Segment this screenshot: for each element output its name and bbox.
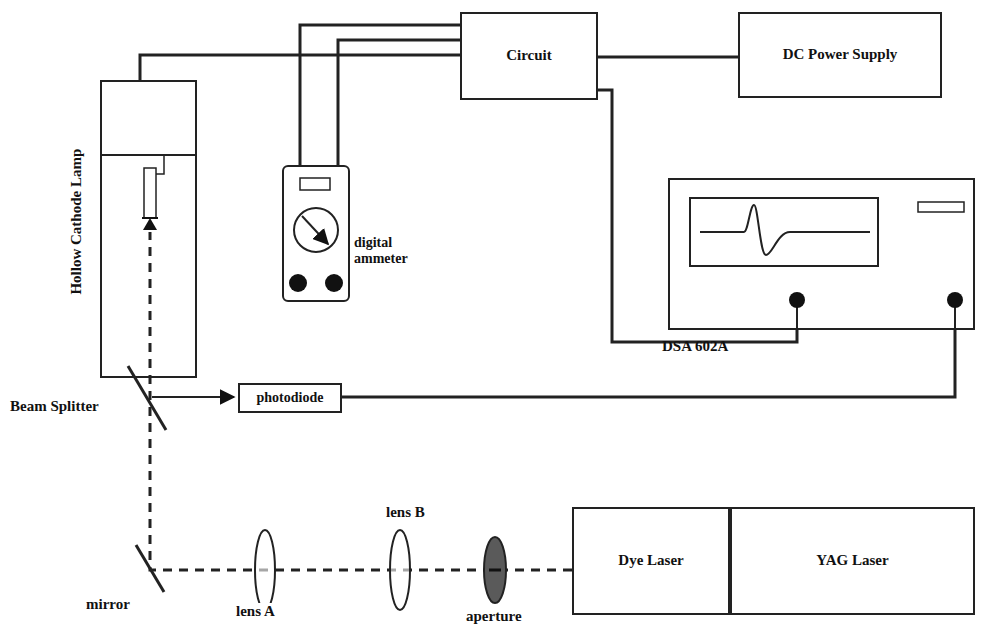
laser-beam — [150, 232, 572, 570]
signal-wire — [300, 25, 460, 165]
lens-a — [255, 530, 275, 610]
mirror — [136, 545, 164, 592]
signal-wire — [598, 90, 797, 342]
scope-screen — [690, 198, 878, 266]
lamp-divider — [101, 154, 196, 156]
node-label: YAG Laser — [816, 552, 888, 569]
lamp-housing: Hollow Cathode Lamp — [100, 80, 197, 378]
oscilloscope: DSA 602A — [668, 178, 975, 330]
node-label: Hollow Cathode Lamp — [68, 149, 85, 295]
signal-wire — [338, 40, 460, 165]
aperture-hole — [489, 569, 501, 572]
node-label: DSA 602A — [662, 338, 728, 355]
node-label: Dye Laser — [618, 552, 683, 569]
node-label: digital ammeter — [354, 235, 426, 267]
ammeter-knob — [325, 274, 343, 292]
aperture — [484, 537, 506, 603]
photodiode-box: photodiode — [238, 383, 342, 413]
ammeter-dial — [294, 208, 338, 252]
split-beam-arrow — [152, 396, 234, 398]
node-label: DC Power Supply — [783, 46, 898, 63]
node-label: photodiode — [257, 390, 324, 406]
ammeter-knob — [289, 274, 307, 292]
scope-input-stub — [796, 307, 798, 330]
scope-waveform — [700, 205, 870, 255]
circuit-box: Circuit — [460, 12, 598, 100]
ammeter-device: digital ammeter — [282, 165, 350, 302]
cathode-tube — [144, 168, 156, 218]
scope-input-stub — [954, 307, 956, 330]
scope-input — [947, 292, 963, 308]
component-label: lens A — [234, 603, 277, 620]
diode-symbol — [143, 218, 157, 230]
power-supply-box: DC Power Supply — [738, 12, 942, 98]
ammeter-needle — [302, 216, 328, 244]
scope-display — [918, 202, 964, 212]
signal-wire — [598, 56, 738, 59]
scope-input — [789, 292, 805, 308]
node-label: Circuit — [506, 47, 552, 64]
dye-laser-box: Dye Laser — [572, 507, 730, 615]
cathode-lead — [156, 156, 164, 174]
component-label: Beam Splitter — [8, 398, 101, 415]
component-label: lens B — [384, 504, 427, 521]
lens-b — [390, 530, 410, 610]
component-label: mirror — [84, 596, 132, 613]
ammeter-display — [300, 178, 330, 190]
signal-wire — [342, 330, 955, 397]
yag-laser-box: YAG Laser — [730, 507, 975, 615]
diode-bar — [142, 217, 158, 219]
component-label: aperture — [464, 608, 524, 625]
